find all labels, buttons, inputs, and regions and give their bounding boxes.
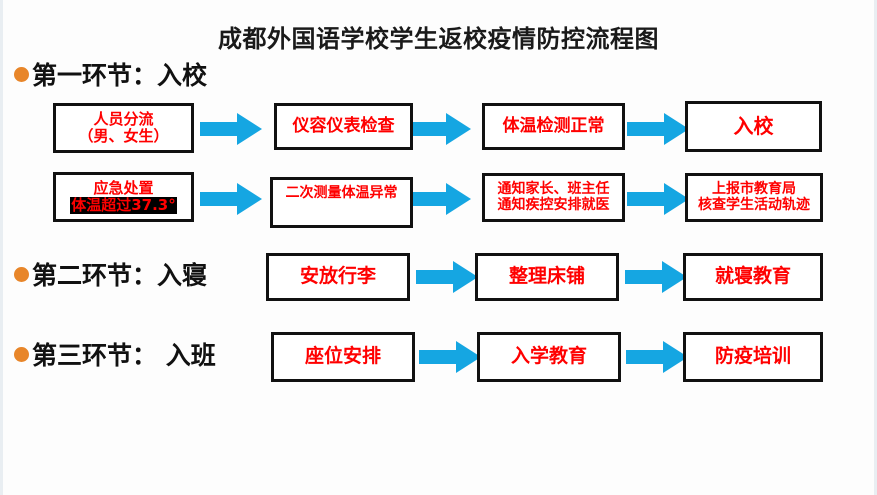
flow-box-line: 防疫培训: [714, 345, 791, 368]
right-arrow-icon: [200, 183, 262, 215]
flow-box-line: 就寝教育: [714, 265, 791, 288]
flow-box-enrollment-education[interactable]: 入学教育: [477, 332, 621, 382]
flow-box-line: 安放行李: [299, 265, 376, 288]
flow-box-epidemic-training[interactable]: 防疫培训: [683, 332, 823, 382]
section-heading-1: 第一环节：入校: [14, 56, 207, 92]
flow-box-line: 核查学生活动轨迹: [698, 196, 810, 213]
flow-box-report-education-bureau[interactable]: 上报市教育局 核查学生活动轨迹: [685, 173, 823, 222]
right-arrow-icon: [627, 183, 689, 215]
section-heading-3: 第三环节： 入班: [14, 336, 216, 372]
flow-box-line: （男、女生）: [78, 127, 169, 145]
flow-box-place-luggage[interactable]: 安放行李: [266, 253, 410, 301]
flow-box-staff-split[interactable]: 人员分流 （男、女生）: [53, 103, 194, 153]
flow-box-second-measure-abnormal[interactable]: 二次测量体温异常: [270, 177, 413, 228]
flow-box-line: 通知疾控安排就医: [497, 196, 610, 213]
right-arrow-icon: [416, 261, 478, 293]
flow-box-line: 整理床铺: [508, 265, 585, 288]
flow-box-line-highlighted: 体温超过37.3°: [70, 196, 177, 214]
right-arrow-icon: [409, 113, 471, 145]
right-arrow-icon: [409, 183, 471, 215]
page-edge-right: [874, 0, 877, 495]
flow-box-line: 通知家长、班主任: [497, 180, 610, 197]
orange-dot-icon: [14, 346, 29, 362]
section-heading-2-label: 第二环节：入寝: [32, 261, 208, 290]
flow-box-notify-parents[interactable]: 通知家长、班主任 通知疾控安排就医: [482, 173, 625, 222]
orange-dot-icon: [14, 266, 29, 282]
orange-dot-icon: [14, 66, 29, 82]
right-arrow-icon: [419, 341, 481, 373]
flow-box-line: 体温检测正常: [502, 115, 605, 136]
page-edge-left: [0, 0, 3, 495]
flow-box-temp-normal[interactable]: 体温检测正常: [482, 103, 625, 150]
section-heading-1-label: 第一环节：入校: [32, 61, 208, 90]
right-arrow-icon: [626, 341, 688, 373]
right-arrow-icon: [200, 113, 262, 145]
flow-box-enter-school[interactable]: 入校: [685, 101, 822, 152]
flow-box-line: 座位安排: [304, 345, 381, 368]
flow-box-line: 二次测量体温异常: [285, 185, 398, 201]
flow-box-bedtime-education[interactable]: 就寝教育: [683, 253, 823, 301]
flow-box-line: 上报市教育局: [712, 180, 796, 197]
flow-box-seat-arrangement[interactable]: 座位安排: [271, 332, 415, 382]
flow-box-line: 入校: [733, 114, 774, 139]
flow-box-line: 人员分流: [93, 110, 154, 129]
right-arrow-icon: [627, 113, 689, 145]
section-heading-3-label: 第三环节： 入班: [32, 341, 216, 370]
flow-box-line: 入学教育: [510, 345, 587, 368]
flow-box-line: 仪容仪表检查: [292, 115, 395, 136]
flow-box-appearance-check[interactable]: 仪容仪表检查: [274, 103, 413, 150]
page-title: 成都外国语学校学生返校疫情防控流程图: [218, 25, 659, 53]
flow-box-emergency-handling[interactable]: 应急处置 体温超过37.3°: [53, 172, 194, 222]
section-heading-2: 第二环节：入寝: [14, 256, 207, 292]
right-arrow-icon: [625, 261, 687, 293]
flow-box-line: 应急处置: [93, 179, 154, 198]
flow-box-make-bed[interactable]: 整理床铺: [475, 253, 619, 301]
